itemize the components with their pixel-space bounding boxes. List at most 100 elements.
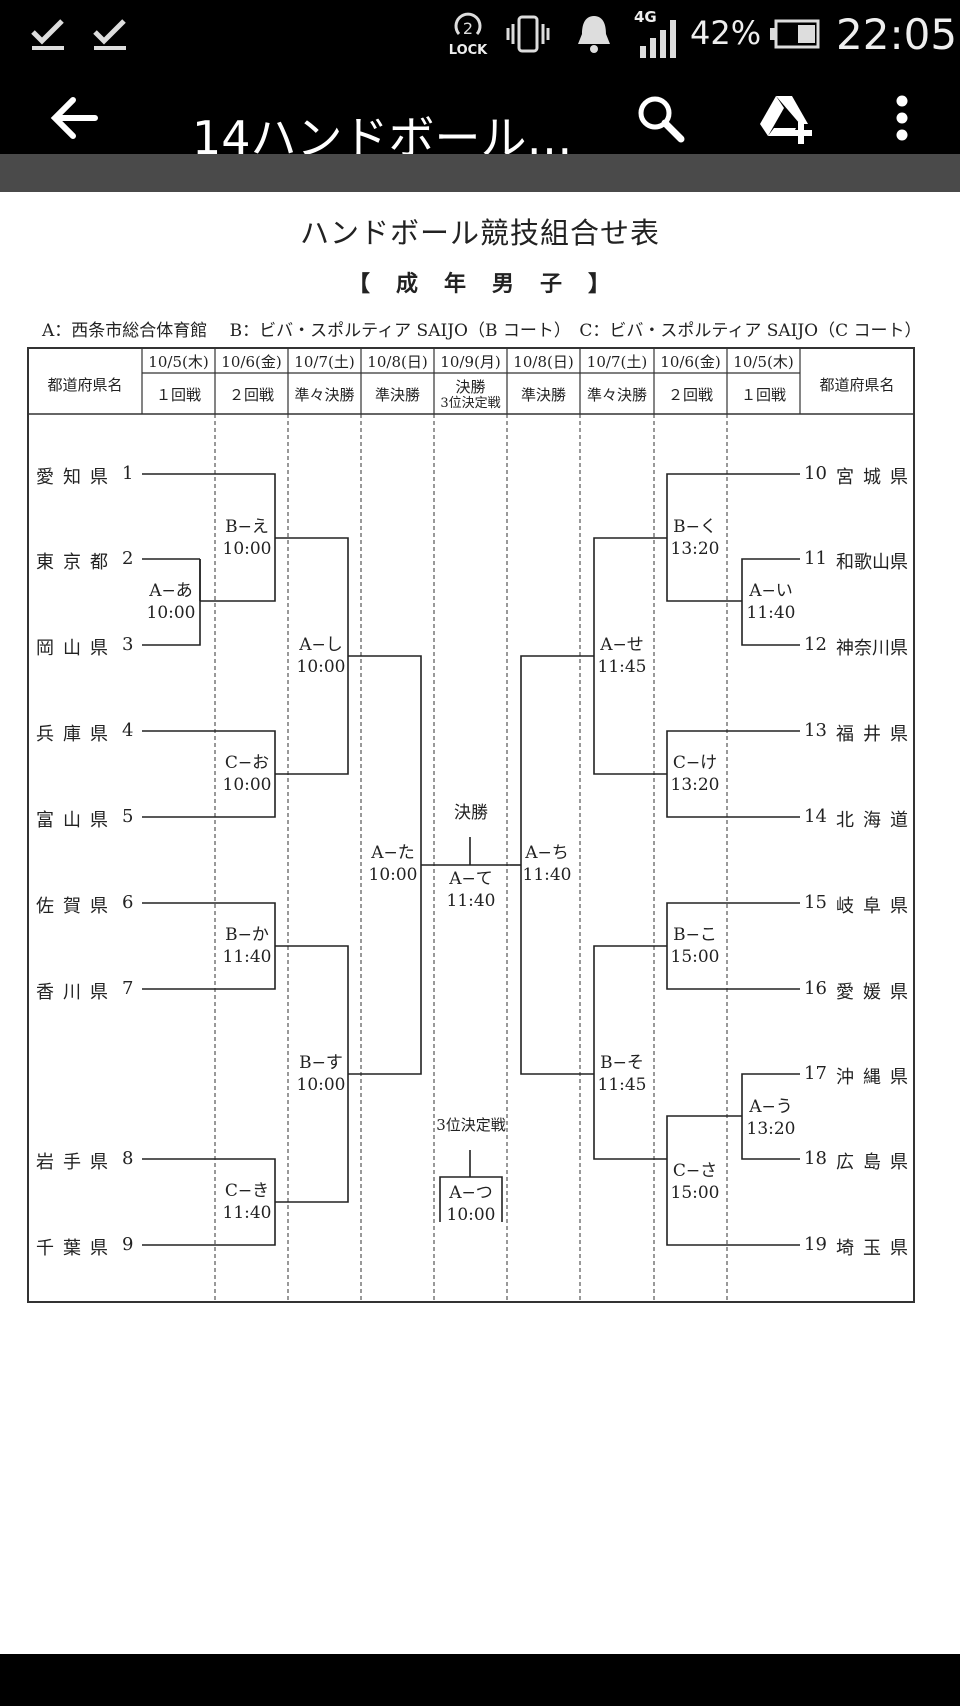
- header-pref-left: 都道府県名: [47, 376, 123, 394]
- team-number: 13: [804, 720, 827, 741]
- doc-title: ハンドボール競技組合せ表: [299, 216, 660, 250]
- header-date: 10/6(金): [221, 353, 282, 371]
- lock-label: LOCK: [448, 43, 488, 58]
- download-done-icon: [93, 19, 126, 50]
- team-number: 6: [122, 892, 134, 913]
- team-name: 富山県: [36, 810, 117, 831]
- venue-legend: A：西条市総合体育館 B：ビバ・スポルティア SAIJO（B コート） C：ビバ…: [42, 321, 922, 341]
- team-name: 愛知県: [36, 467, 117, 488]
- team-name: 香川県: [36, 982, 117, 1003]
- team-name: 埼玉県: [836, 1238, 917, 1259]
- header-date: 10/7(土): [294, 353, 355, 371]
- status-bar: 2 LOCK 4G 42% 22:05: [0, 0, 960, 72]
- toolbar-divider: [0, 154, 960, 192]
- app-toolbar: 14ハンドボール…: [0, 72, 960, 165]
- team-number: 1: [122, 463, 134, 484]
- header-date: 10/5(木): [733, 353, 794, 371]
- team-number: 7: [122, 978, 134, 999]
- header-date: 10/7(土): [586, 353, 648, 371]
- add-to-drive-icon: [760, 96, 812, 144]
- battery-icon: [770, 19, 820, 49]
- final-label: 決勝: [454, 803, 488, 823]
- team-number: 14: [804, 806, 827, 827]
- team-number: 3: [122, 634, 134, 655]
- team-name: 岩手県: [36, 1152, 117, 1173]
- team-name: 和歌山県: [836, 552, 908, 573]
- team-number: 2: [122, 548, 134, 569]
- team-name: 沖縄県: [836, 1067, 917, 1088]
- header-date: 10/9(月): [440, 353, 501, 371]
- team-number: 9: [122, 1234, 134, 1255]
- team-name: 佐賀県: [36, 896, 117, 917]
- download-done-icon: [31, 19, 64, 50]
- search-icon: [638, 96, 685, 143]
- network-label: 4G: [634, 8, 657, 26]
- team-name: 神奈川県: [836, 638, 908, 659]
- header-round: 準決勝: [520, 386, 566, 404]
- third-place-label: 3位決定戦: [436, 1116, 506, 1134]
- header-date: 10/6(金): [660, 353, 721, 371]
- team-name: 岡山県: [36, 638, 117, 659]
- team-number: 16: [804, 978, 827, 999]
- more-options-button[interactable]: [866, 86, 938, 150]
- team-number: 8: [122, 1148, 134, 1169]
- team-number: 18: [804, 1148, 827, 1169]
- team-name: 北海道: [836, 810, 917, 831]
- header-round: ２回戦: [228, 386, 274, 404]
- team-name: 福井県: [836, 724, 917, 745]
- team-number: 11: [804, 548, 827, 569]
- header-round: １回戦: [740, 386, 786, 404]
- clock: 22:05: [836, 10, 958, 59]
- signal-4g-icon: 4G: [634, 8, 684, 58]
- header-date: 10/8(日): [513, 353, 574, 371]
- header-round: ２回戦: [667, 386, 713, 404]
- arrow-back-icon: [50, 97, 98, 139]
- add-to-drive-button[interactable]: [752, 86, 824, 150]
- alarm-icon: [578, 16, 610, 53]
- svg-text:2: 2: [463, 19, 473, 38]
- team-name: 東京都: [36, 552, 117, 573]
- search-button[interactable]: [624, 86, 696, 150]
- team-name: 宮城県: [836, 467, 917, 488]
- lock-icon: 2 LOCK: [444, 12, 492, 58]
- team-name: 広島県: [836, 1152, 917, 1173]
- header-round-sub: 3位決定戦: [440, 396, 501, 411]
- header-round: 準々決勝: [586, 386, 647, 404]
- header-pref-right: 都道府県名: [819, 376, 895, 394]
- header-round: 準決勝: [374, 386, 420, 404]
- team-number: 5: [122, 806, 134, 827]
- more-vert-icon: [896, 95, 908, 141]
- document-page: ハンドボール競技組合せ表 【 成 年 男 子 】 A：西条市総合体育館 B：ビバ…: [0, 192, 960, 1654]
- header-round: 決勝: [455, 378, 486, 396]
- header-round: １回戦: [155, 386, 201, 404]
- team-number: 17: [804, 1063, 827, 1084]
- team-number: 19: [804, 1234, 827, 1255]
- vibrate-icon: [506, 15, 550, 53]
- back-button[interactable]: [38, 86, 110, 150]
- doc-subtitle: 【 成 年 男 子 】: [347, 271, 612, 297]
- team-name: 愛媛県: [836, 982, 917, 1003]
- team-number: 10: [804, 463, 827, 484]
- battery-percent: 42%: [690, 14, 762, 52]
- team-name: 千葉県: [36, 1238, 117, 1259]
- bracket-lines: [27, 347, 915, 1303]
- team-number: 4: [122, 720, 134, 741]
